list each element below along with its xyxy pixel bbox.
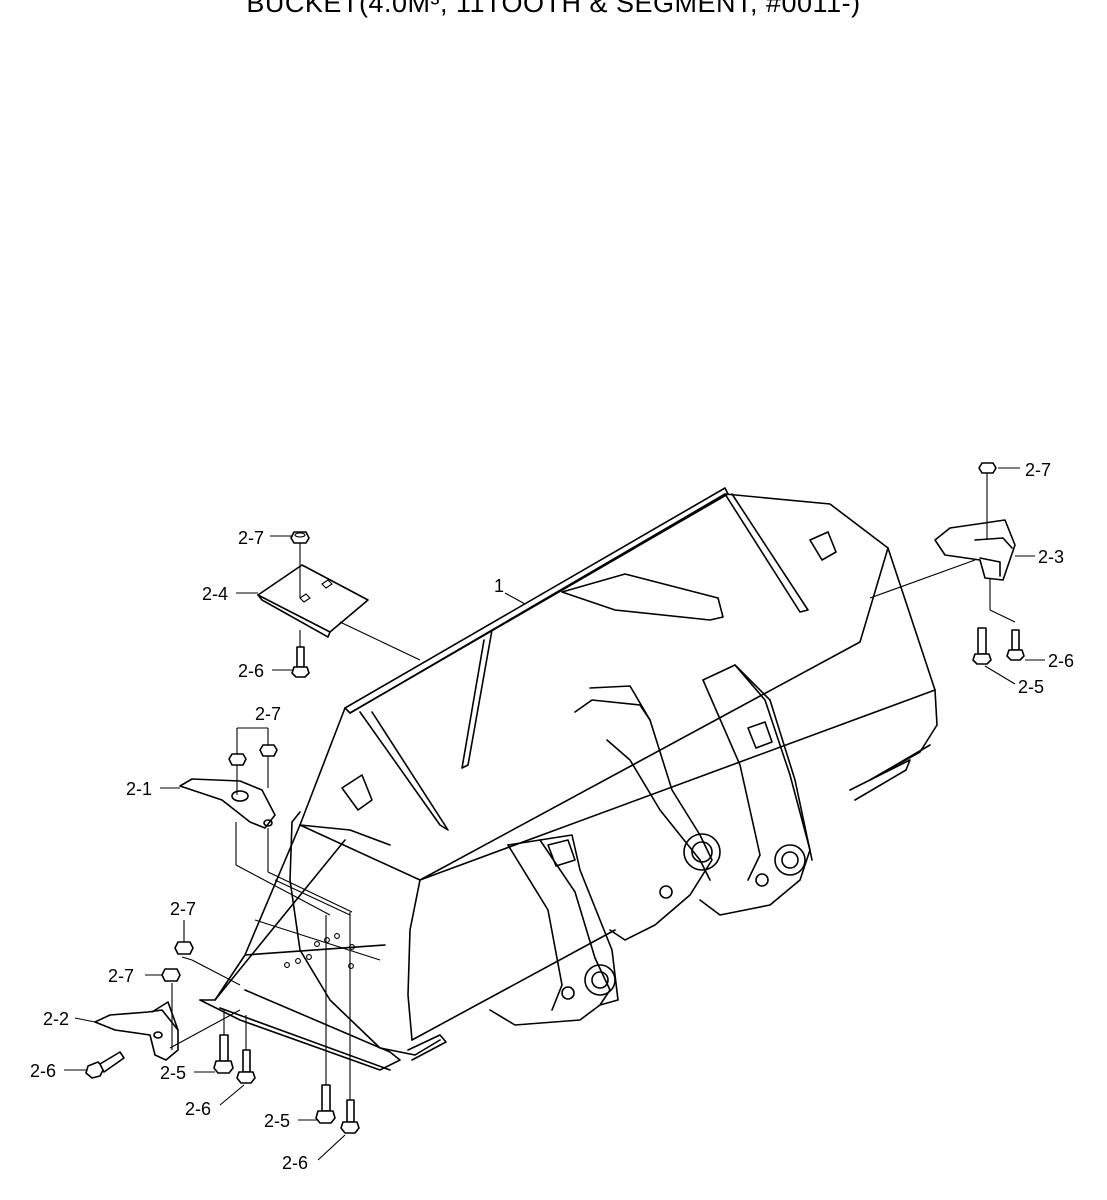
callout-2-5-right: 2-5 — [1018, 677, 1044, 697]
callout-2-7-left-b: 2-7 — [108, 966, 134, 986]
left-adapter-part — [94, 956, 241, 1061]
callout-2-1: 2-1 — [126, 779, 152, 799]
nut-2-7-left-b — [161, 968, 181, 982]
callout-2-7-center: 2-7 — [255, 704, 281, 724]
bucket-body — [199, 487, 938, 1071]
page-title: BUCKET(4.0M³, 11TOOTH & SEGMENT, #0011-) — [246, 0, 861, 18]
callout-leaders — [64, 467, 1045, 1161]
nut-2-7-right — [978, 462, 997, 474]
segment-part — [257, 543, 421, 661]
callout-2-6-bottom-a: 2-6 — [185, 1099, 211, 1119]
nut-2-7-center-a — [228, 753, 247, 766]
right-adapter-part — [869, 473, 1016, 623]
bolt-2-6-bottom-b — [340, 912, 360, 1134]
callout-2-2: 2-2 — [43, 1009, 69, 1029]
callout-1: 1 — [494, 576, 504, 596]
bolt-2-6-segment — [291, 630, 310, 678]
callout-2-7-right: 2-7 — [1025, 460, 1051, 480]
callout-2-6-bottom-b: 2-6 — [282, 1153, 308, 1173]
bolt-2-6-right — [1006, 629, 1025, 661]
callout-2-6-left: 2-6 — [30, 1061, 56, 1081]
bucket-ears — [489, 664, 813, 1026]
bolt-2-5-bottom-b — [315, 915, 336, 1124]
nut-2-7-left-a — [174, 941, 194, 955]
callout-2-5-bottom-a: 2-5 — [160, 1063, 186, 1083]
bolt-2-5-bottom-a — [213, 1010, 234, 1074]
callout-2-4: 2-4 — [202, 584, 228, 604]
center-adapter-part — [179, 727, 353, 916]
bolt-2-6-bottom-a — [236, 1015, 256, 1084]
callout-2-7-segment: 2-7 — [238, 528, 264, 548]
callout-2-6-right: 2-6 — [1048, 651, 1074, 671]
callout-2-3: 2-3 — [1038, 547, 1064, 567]
callout-2-6-segment: 2-6 — [238, 661, 264, 681]
nut-2-7-segment — [290, 531, 310, 544]
side-holes — [284, 933, 355, 969]
callout-2-7-left-a: 2-7 — [170, 899, 196, 919]
nut-2-7-center-b — [259, 744, 278, 757]
bolt-2-6-left-horizontal — [85, 1051, 125, 1079]
bolt-2-5-right — [972, 627, 992, 665]
callout-2-5-bottom-b: 2-5 — [264, 1111, 290, 1131]
